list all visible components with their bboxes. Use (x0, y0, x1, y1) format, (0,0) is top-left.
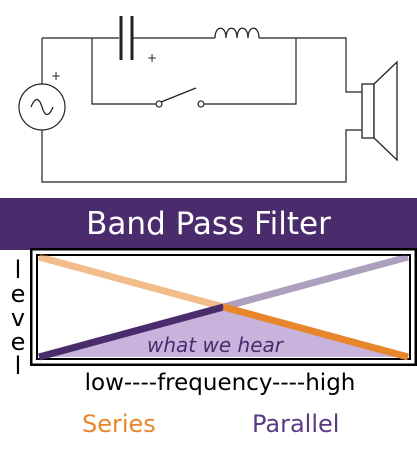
x-axis-label: low----frequency----high (84, 370, 356, 396)
capacitor (119, 16, 134, 60)
y-axis-letter: l (14, 256, 22, 284)
y-axis-letter: e (10, 328, 26, 356)
wire-switch-branch-right (204, 38, 297, 105)
parallel-legend-label: Parallel (252, 410, 340, 438)
region-label: what we hear (147, 333, 285, 357)
parallel-line (38, 303, 225, 361)
frequency-response-chart: what we hear (30, 248, 417, 366)
series-line-faded (38, 253, 225, 311)
audible-region (39, 307, 408, 357)
source-plus-sign: + (51, 69, 61, 83)
y-axis-label: l e v e l (6, 258, 30, 378)
switch-contact-right (197, 100, 205, 108)
wire-switch-branch (91, 38, 156, 105)
y-axis-letter: v (10, 304, 26, 332)
series-line (222, 303, 409, 361)
wire-top-right (259, 37, 362, 93)
speaker-magnet (361, 83, 375, 139)
y-axis-letter: e (10, 280, 26, 308)
speaker-cone (373, 60, 398, 162)
inductor-coil (214, 27, 260, 39)
title-banner: Band Pass Filter (0, 198, 417, 250)
page-title: Band Pass Filter (86, 206, 331, 242)
series-legend-label: Series (82, 410, 156, 438)
speaker-icon (361, 60, 398, 162)
capacitor-plus-sign: + (147, 51, 157, 65)
switch-contact-left (155, 100, 163, 108)
y-axis-letter: l (14, 352, 22, 380)
switch (155, 87, 205, 108)
parallel-line-faded (222, 253, 409, 311)
wire-bottom (41, 129, 362, 183)
circuit-diagram: + + (18, 16, 398, 183)
sine-wave-icon (30, 98, 54, 116)
switch-lever (160, 87, 197, 103)
ac-source (18, 83, 66, 131)
